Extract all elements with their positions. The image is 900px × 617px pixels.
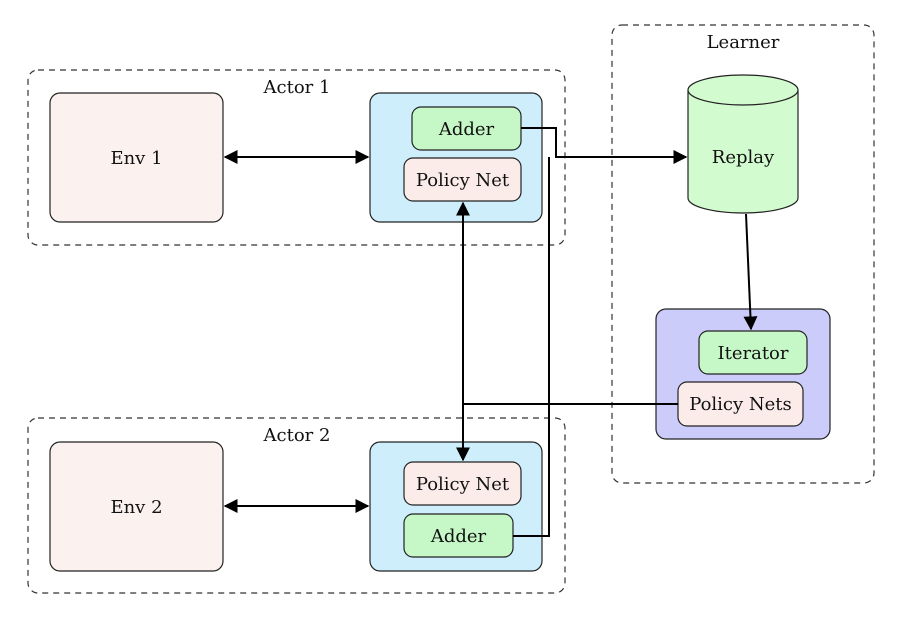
replay-label: Replay [712,147,775,168]
actor2-label: Actor 2 [263,425,331,446]
env1-node: Env 1 [49,92,224,223]
policy1-node: Policy Net [403,157,522,202]
iterator-node: Iterator [698,330,808,375]
policy-nets-label: Policy Nets [689,394,792,415]
policy2-node: Policy Net [403,461,522,506]
env2-label: Env 2 [110,497,162,518]
adder1-node: Adder [411,106,522,151]
actor2-group: Actor 2 [27,417,566,594]
replay-iterator-edge [743,213,758,331]
actor1-label: Actor 1 [263,77,331,98]
adder1-replay-edge [521,127,688,164]
learner-group: Learner [611,24,875,484]
actor1-group: Actor 1 [27,69,566,246]
policy1-label: Policy Net [416,170,510,191]
iterator-label: Iterator [717,343,788,364]
env2-node: Env 2 [49,441,224,572]
env1-label: Env 1 [110,148,162,169]
adder2-label: Adder [430,526,487,547]
adder2-replay-edge [513,157,550,537]
policy2-label: Policy Net [416,474,510,495]
learner-label: Learner [707,32,780,53]
adder1-label: Adder [438,119,495,140]
replay-node: Replay [687,74,799,214]
policy-nets-node: Policy Nets [677,381,804,427]
adder2-node: Adder [403,513,514,558]
